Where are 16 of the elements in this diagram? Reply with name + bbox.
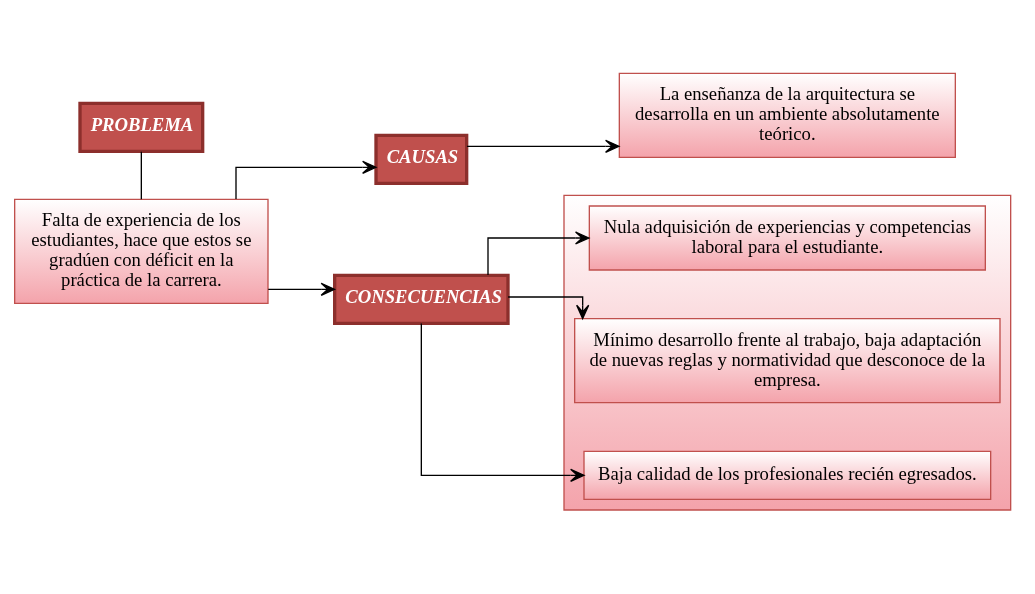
node-box: La enseñanza de la arquitectura se desarrolla en un ambiente absolutamente teórico. <box>618 72 956 158</box>
connector <box>140 151 142 200</box>
node-box: Nula adquisición de experiencias y competencias laboral para el estudiante. <box>588 205 986 271</box>
arrow <box>506 296 589 320</box>
node-box: Baja calidad de los profesionales recién egresados. <box>582 450 991 500</box>
arrow <box>234 160 377 200</box>
node-box: CAUSAS <box>373 133 468 185</box>
node-box: PROBLEMA <box>77 101 204 153</box>
arrow <box>420 322 585 482</box>
arrow <box>465 139 620 153</box>
arrow <box>486 231 590 276</box>
node-box: CONSECUENCIAS <box>332 273 510 325</box>
cluster <box>562 194 1011 511</box>
arrow <box>267 282 335 296</box>
node-box: Mínimo desarrollo frente al trabajo, baja adaptación de nuevas reglas y normatividad que desconoce de la empresa. <box>573 318 1001 404</box>
node-box: Falta de experiencia de los estudiantes, hace que estos se gradúen con déficit en la práctica de la carrera. <box>13 198 269 304</box>
